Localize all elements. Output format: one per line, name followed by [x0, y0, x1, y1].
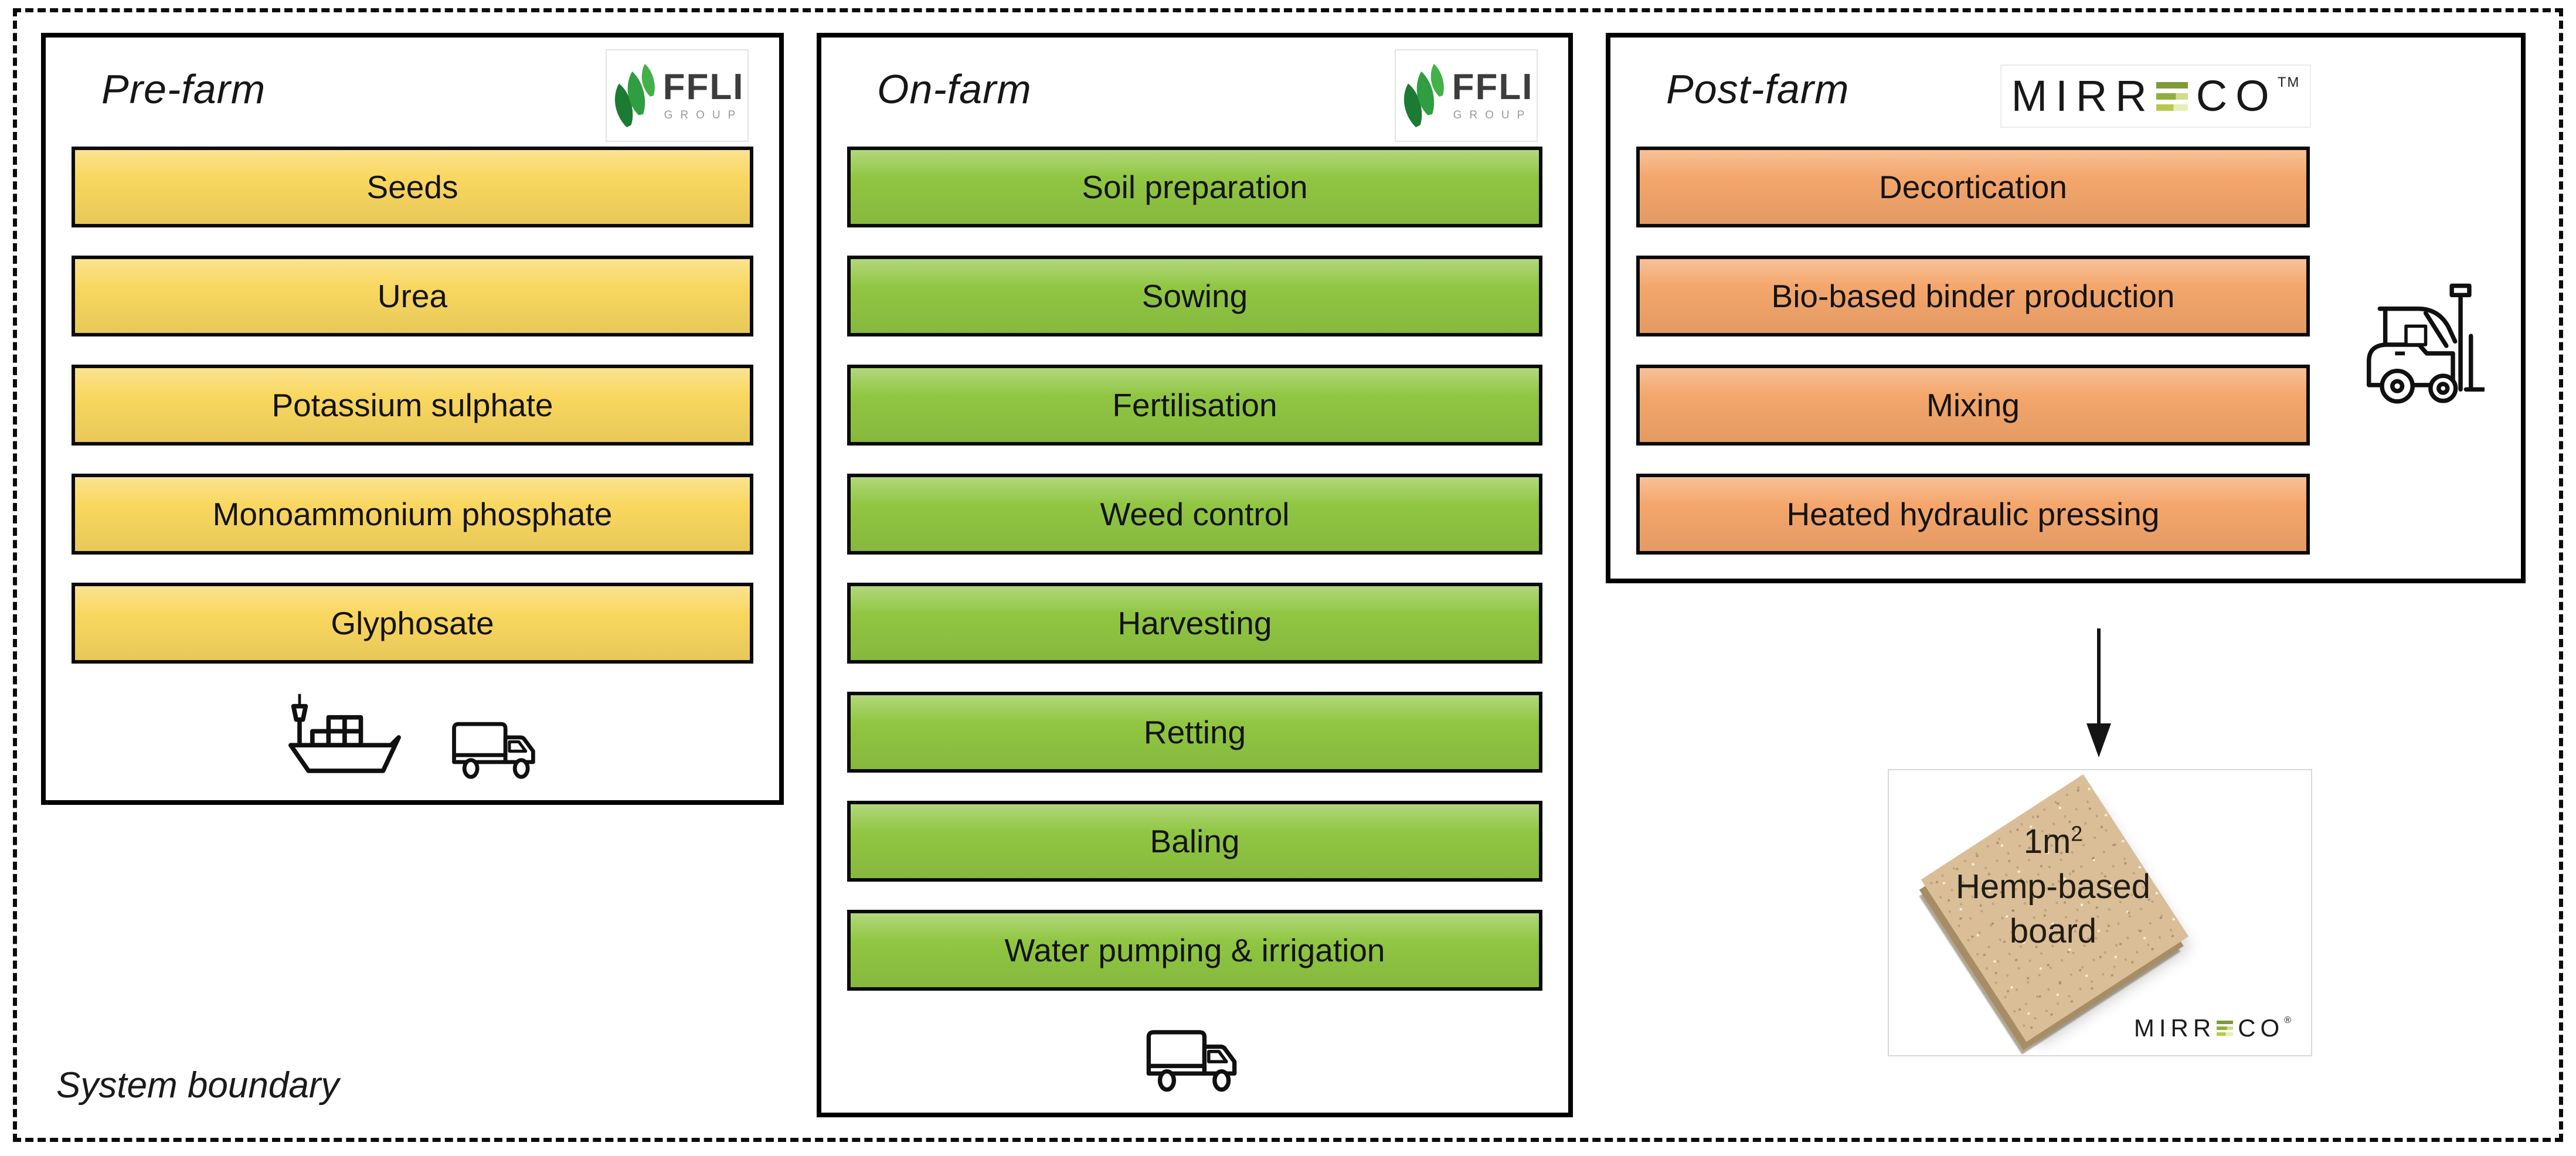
process-box-heated-hydraulic-pressing: Heated hydraulic pressing — [1636, 474, 2310, 555]
forklift-icon — [2359, 277, 2486, 413]
mirreco-logo-text-left: MIRR — [2133, 1014, 2216, 1042]
process-box-glyphosate: Glyphosate — [72, 583, 753, 664]
trademark-mark: TM — [2277, 74, 2300, 90]
on-farm-title: On-farm — [877, 66, 1032, 112]
process-box-seeds: Seeds — [72, 147, 753, 227]
process-box-sowing: Sowing — [847, 256, 1542, 336]
mirreco-logo: MIRR CO TM — [2000, 64, 2311, 128]
ffli-logo: FFLI GROUP — [606, 49, 749, 142]
ffli-logo-subtext: GROUP — [664, 109, 743, 121]
process-box-fertilisation: Fertilisation — [847, 365, 1542, 446]
flow-arrow-down — [2086, 628, 2111, 760]
panel-pre-farm: Pre-farm FFLI GROUP Seeds Urea Potassium… — [41, 33, 784, 805]
ffli-logo-text: FFLI — [1452, 67, 1534, 107]
process-box-weed-control: Weed control — [847, 474, 1542, 555]
panel-on-farm: On-farm FFLI GROUP Soil preparation Sowi… — [817, 33, 1573, 1117]
process-box-mixing: Mixing — [1636, 365, 2310, 446]
registered-mark: ® — [2284, 1015, 2296, 1025]
mirreco-logo-text-right: CO — [2238, 1014, 2285, 1042]
process-box-bio-based-binder-production: Bio-based binder production — [1636, 256, 2310, 336]
process-box-water-pumping-irrigation: Water pumping & irrigation — [847, 910, 1542, 991]
ffli-logo-text: FFLI — [662, 67, 745, 107]
truck-icon — [1146, 1030, 1237, 1092]
process-box-baling: Baling — [847, 801, 1542, 882]
process-box-decortication: Decortication — [1636, 147, 2310, 227]
hemp-board-image: 1m2 Hemp-based board MIRR CO ® — [1888, 769, 2312, 1056]
on-farm-header: On-farm FFLI GROUP — [821, 38, 1568, 147]
pre-farm-header: Pre-farm FFLI GROUP — [46, 38, 779, 147]
process-box-retting: Retting — [847, 692, 1542, 773]
mirreco-logo-text-right: CO — [2196, 72, 2278, 120]
ffli-leaf-icon — [1403, 63, 1444, 128]
panel-post-farm: Post-farm MIRR CO TM Decortication Bio-b… — [1606, 33, 2526, 583]
cargo-ship-icon — [288, 693, 401, 773]
process-box-monoammonium-phosphate: Monoammonium phosphate — [72, 474, 753, 555]
hemp-board-label: 1m2 Hemp-based board — [1955, 821, 2151, 951]
process-box-potassium-sulphate: Potassium sulphate — [72, 365, 753, 446]
mirreco-e-bars-icon — [2217, 1021, 2234, 1036]
process-box-harvesting: Harvesting — [847, 583, 1542, 664]
superscript-2: 2 — [2071, 821, 2083, 846]
ffli-logo: FFLI GROUP — [1395, 49, 1538, 142]
process-box-soil-preparation: Soil preparation — [847, 147, 1542, 227]
system-boundary-label: System boundary — [56, 1065, 339, 1106]
pre-farm-transport-icons — [46, 692, 779, 781]
on-farm-transport-icons — [821, 1019, 1568, 1094]
ffli-logo-subtext: GROUP — [1453, 109, 1532, 121]
post-farm-title: Post-farm — [1666, 66, 1850, 112]
truck-icon — [451, 722, 535, 779]
post-farm-header: Post-farm MIRR CO TM — [1610, 38, 2521, 147]
process-box-urea: Urea — [72, 256, 753, 336]
pre-farm-title: Pre-farm — [101, 66, 266, 112]
mirreco-logo-text-left: MIRR — [2011, 72, 2155, 120]
mirreco-e-bars-icon — [2156, 81, 2188, 111]
mirreco-watermark: MIRR CO ® — [2134, 1014, 2296, 1042]
system-boundary-border — [13, 8, 2563, 1142]
ffli-leaf-icon — [614, 63, 655, 128]
